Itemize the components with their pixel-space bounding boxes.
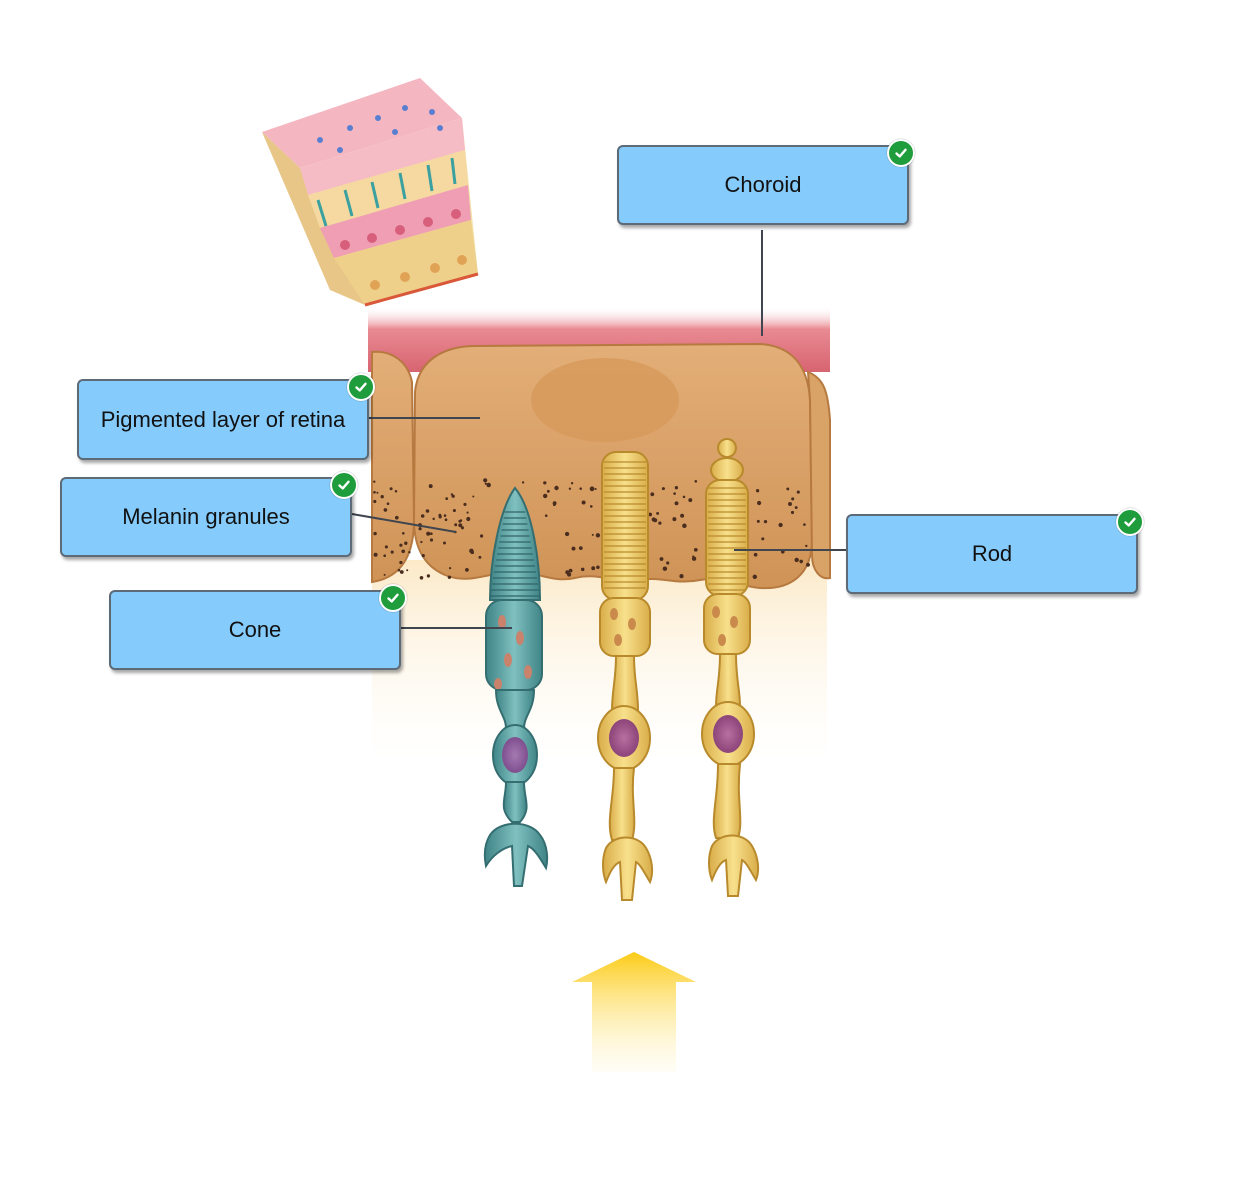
retina-section-inset: [262, 78, 479, 307]
check-circle-icon: [330, 471, 358, 499]
melanin-label-text: Melanin granules: [122, 504, 290, 529]
choroid-label-text: Choroid: [724, 172, 802, 197]
rod-label-text: Rod: [971, 541, 1013, 566]
cone-label-text: Cone: [228, 617, 282, 642]
check-circle-icon: [379, 584, 407, 612]
rod-cell-middle: [597, 451, 654, 901]
rod-cell-right: [701, 438, 760, 897]
check-circle-icon: [887, 139, 915, 167]
cone-label[interactable]: Cone: [109, 584, 407, 670]
rod-label[interactable]: Rod: [846, 508, 1144, 594]
melanin-granules-label[interactable]: Melanin granules: [60, 471, 358, 557]
cone-cell: [483, 486, 549, 887]
pigmented-label-text: Pigmented layer of retina: [100, 406, 346, 432]
check-circle-icon: [347, 373, 375, 401]
melanin-leader-line: [351, 513, 457, 533]
pigmented-layer-label[interactable]: Pigmented layer of retina: [77, 373, 375, 460]
choroid-label[interactable]: Choroid: [617, 139, 915, 225]
check-circle-icon: [1116, 508, 1144, 536]
arrow-up-icon: [572, 952, 696, 1072]
